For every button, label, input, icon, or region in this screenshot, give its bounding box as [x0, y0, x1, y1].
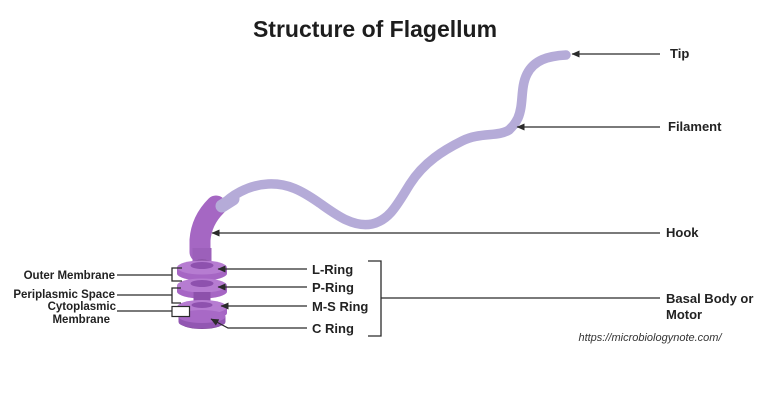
basal-body-bracket [368, 260, 382, 337]
periplasmic-space-label: Periplasmic Space [13, 289, 115, 301]
c-ring-leader-line [210, 318, 307, 329]
outer-membrane-label: Outer Membrane [24, 270, 115, 282]
periplasmic-space-bracket [171, 287, 181, 304]
filament-label: Filament [668, 119, 722, 134]
page-title: Structure of Flagellum [253, 16, 497, 42]
flagellum-graphic [177, 50, 571, 329]
leader-lines-rings [210, 265, 307, 329]
outer-membrane-bracket [171, 267, 182, 282]
filament-curve [217, 50, 571, 230]
source-url: https://microbiologynote.com/ [578, 332, 722, 344]
l-ring-shape [177, 260, 227, 281]
cytoplasmic-membrane-label-line2: Membrane [52, 314, 110, 326]
basal-body-label-line1: Basal Body or [666, 291, 753, 306]
cytoplasmic-membrane-label-line1: Cytoplasmic [48, 301, 117, 313]
basal-body-label-line2: Motor [666, 307, 702, 322]
hook-shape [189, 195, 227, 263]
leader-lines-left [117, 267, 191, 318]
cytoplasmic-membrane-marker [171, 305, 191, 318]
ms-ring-label: M-S Ring [312, 299, 368, 314]
basal-rod-upper [192, 248, 212, 263]
leader-lines-right [211, 50, 660, 337]
c-ring-shape [178, 310, 226, 329]
hook-label: Hook [666, 225, 699, 240]
tip-label: Tip [670, 46, 689, 61]
c-ring-label: C Ring [312, 321, 354, 336]
p-ring-label: P-Ring [312, 280, 354, 295]
l-ring-label: L-Ring [312, 262, 353, 277]
p-ring-shape [177, 278, 227, 299]
